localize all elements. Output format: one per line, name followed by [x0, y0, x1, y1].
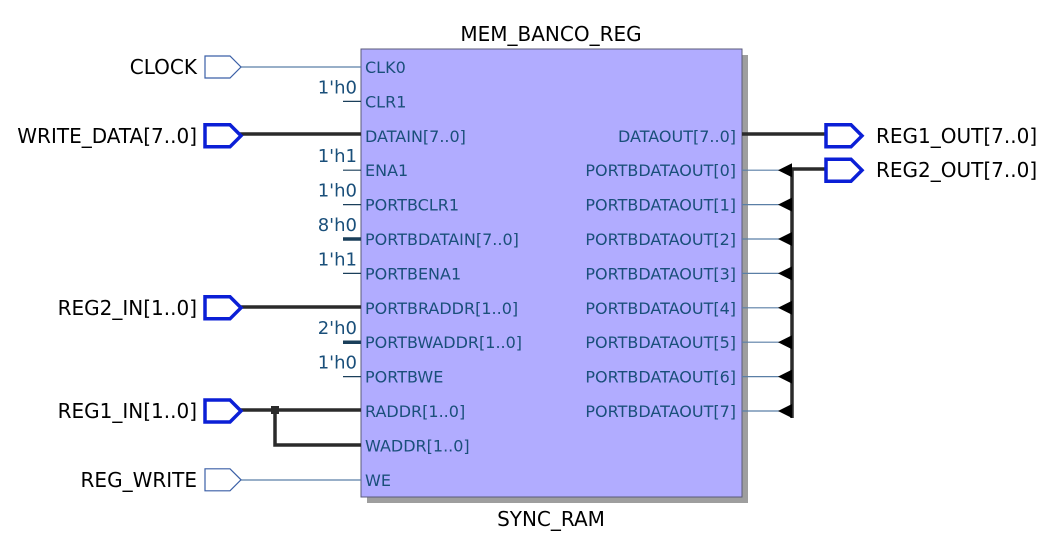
- block-type-label: SYNC_RAM: [497, 507, 605, 531]
- input-ports: CLOCK WRITE_DATA[7..0] REG2_IN[1..0] REG1_I…: [17, 55, 244, 492]
- output-port-icon-reg1-out-7-0[interactable]: [824, 123, 865, 149]
- pin-label-portbclr1: PORTBCLR1: [365, 196, 459, 215]
- pin-label-ena1: ENA1: [365, 161, 408, 180]
- right-pins: DATAOUT[7..0] PORTBDATAOUT[0] PORTBDATAOUT…: [585, 127, 792, 421]
- bus-tap-arrow-icon: [778, 232, 792, 246]
- pin-label-portbdataout-4: PORTBDATAOUT[4]: [585, 299, 736, 318]
- pin-label-waddr-1-0: WADDR[1..0]: [365, 436, 470, 455]
- output-port-icon-reg2-out-7-0[interactable]: [824, 157, 865, 183]
- left-pins: CLK01'h0CLR1DATAIN[7..0]1'h1ENA11'h0PORT…: [318, 58, 522, 490]
- const-value-portbwe: 1'h0: [318, 353, 357, 374]
- pin-label-portbraddr-1-0: PORTBRADDR[1..0]: [365, 299, 518, 318]
- input-port-label-write-data-7-0: WRITE_DATA[7..0]: [17, 124, 197, 148]
- pin-label-portbdataout-6: PORTBDATAOUT[6]: [585, 368, 736, 387]
- input-port-icon-reg2-in-1-0[interactable]: [203, 295, 244, 321]
- pin-label-datain-7-0: DATAIN[7..0]: [365, 127, 466, 146]
- pin-label-portbwe: PORTBWE: [365, 368, 443, 387]
- pin-label-clk0: CLK0: [365, 58, 406, 77]
- bus-tap-arrow-icon: [778, 197, 792, 212]
- pin-label-raddr-1-0: RADDR[1..0]: [365, 402, 465, 421]
- pin-label-portbdataout-3: PORTBDATAOUT[3]: [585, 264, 736, 283]
- pin-label-portbwaddr-1-0: PORTBWADDR[1..0]: [365, 333, 522, 352]
- block-title: MEM_BANCO_REG: [460, 22, 641, 46]
- input-port-label-reg1-in-1-0: REG1_IN[1..0]: [58, 399, 197, 423]
- const-value-clr1: 1'h0: [318, 77, 357, 98]
- input-port-label-reg2-in-1-0: REG2_IN[1..0]: [58, 296, 197, 320]
- pin-label-dataout-7-0: DATAOUT[7..0]: [618, 127, 736, 146]
- output-port-label-reg1-out-7-0: REG1_OUT[7..0]: [876, 124, 1037, 148]
- bus-tap-arrow-icon: [778, 163, 792, 178]
- const-value-portbclr1: 1'h0: [318, 181, 357, 202]
- pin-label-portbdataout-7: PORTBDATAOUT[7]: [585, 402, 736, 421]
- const-value-ena1: 1'h1: [318, 146, 357, 167]
- wire-junction: [271, 406, 279, 414]
- pin-label-we: WE: [365, 471, 391, 490]
- pin-label-portbdataout-1: PORTBDATAOUT[1]: [585, 196, 736, 215]
- bus-tap-arrow-icon: [778, 369, 792, 384]
- pin-label-portbena1: PORTBENA1: [365, 264, 461, 283]
- pin-label-portbdataout-0: PORTBDATAOUT[0]: [585, 161, 736, 180]
- input-port-icon-reg-write[interactable]: [204, 468, 242, 492]
- output-port-label-reg2-out-7-0: REG2_OUT[7..0]: [876, 158, 1037, 182]
- input-port-label-reg-write: REG_WRITE: [81, 468, 197, 492]
- pin-label-portbdataout-2: PORTBDATAOUT[2]: [585, 230, 736, 249]
- output-ports: REG1_OUT[7..0] REG2_OUT[7..0]: [824, 123, 1037, 183]
- input-wires: [240, 66, 361, 481]
- const-value-portbena1: 1'h1: [318, 249, 357, 270]
- input-port-icon-write-data-7-0[interactable]: [203, 123, 244, 149]
- pin-label-portbdatain-7-0: PORTBDATAIN[7..0]: [365, 230, 519, 249]
- const-value-portbwaddr-1-0: 2'h0: [318, 318, 357, 339]
- wire-reg1-in-waddr: [273, 410, 361, 447]
- pin-label-portbdataout-5: PORTBDATAOUT[5]: [585, 333, 736, 352]
- input-port-icon-reg1-in-1-0[interactable]: [203, 398, 244, 424]
- pin-label-clr1: CLR1: [365, 92, 406, 111]
- sync-ram-block[interactable]: [360, 48, 743, 498]
- input-port-icon-clock[interactable]: [204, 55, 242, 79]
- const-value-portbdatain-7-0: 8'h0: [318, 215, 357, 236]
- bus-tap-arrow-icon: [778, 335, 792, 350]
- input-port-label-clock: CLOCK: [130, 55, 198, 79]
- bus-tap-arrow-icon: [778, 404, 792, 418]
- bus-tap-arrow-icon: [778, 266, 792, 281]
- bus-tap-arrow-icon: [778, 300, 792, 315]
